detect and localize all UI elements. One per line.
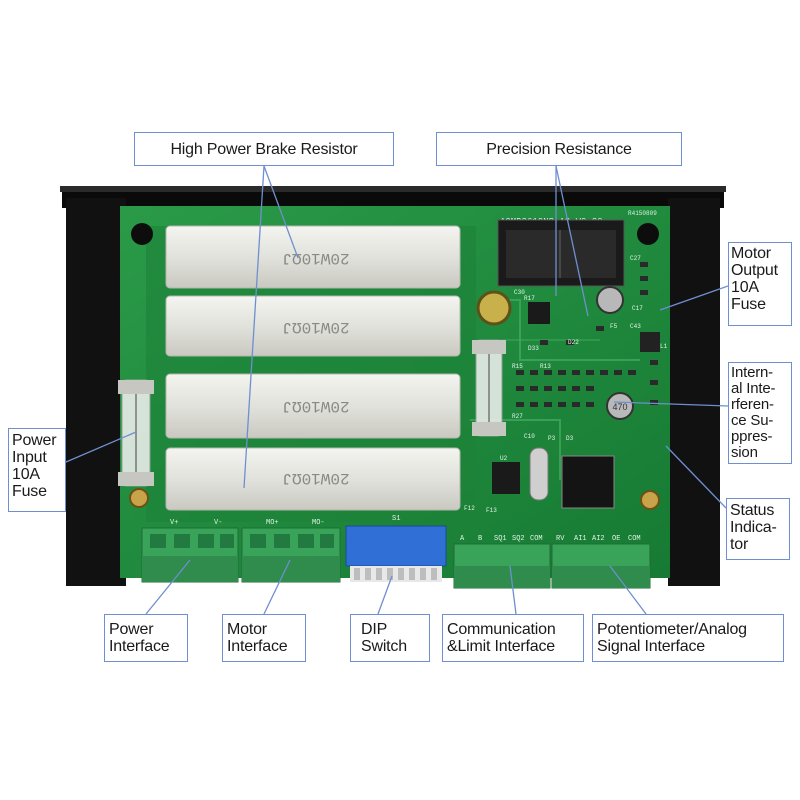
enclosure	[60, 186, 726, 586]
brake-resistor: 20W10ΩJ	[165, 295, 461, 357]
svg-text:SQ1: SQ1	[494, 535, 507, 543]
svg-text:R17: R17	[524, 295, 535, 302]
motor-terminal-block	[241, 527, 341, 583]
brake-resistor: 20W10ΩJ	[165, 373, 461, 439]
svg-text:C27: C27	[630, 255, 641, 262]
svg-text:470: 470	[612, 402, 627, 412]
silkscreen-labels: C30 C27 R17 D22 D33 L1 U2 C43 C17 R15 R1…	[464, 255, 668, 514]
svg-text:U2: U2	[500, 455, 508, 462]
svg-text:RV: RV	[556, 535, 565, 543]
svg-text:B: B	[478, 535, 482, 543]
dip-switch	[345, 525, 447, 582]
svg-text:COM: COM	[530, 535, 543, 543]
callout-power-input-fuse: Power Input 10A Fuse	[8, 428, 66, 512]
terminal-pin-labels: V+ V- MO+ MO- S1 A B SQ1 SQ2 COM RV AI1 …	[170, 515, 641, 543]
callout-precision-resistance: Precision Resistance	[436, 132, 682, 166]
svg-text:20W10ΩJ: 20W10ΩJ	[282, 318, 349, 336]
svg-text:C10: C10	[524, 433, 535, 440]
svg-text:R13: R13	[540, 363, 551, 370]
brass-standoff	[129, 488, 149, 508]
svg-text:V+: V+	[170, 519, 178, 527]
svg-text:20W10ΩJ: 20W10ΩJ	[282, 397, 349, 415]
power-terminal-block	[141, 527, 239, 583]
communication-terminal-block	[453, 543, 551, 589]
svg-text:MO+: MO+	[266, 519, 279, 527]
svg-text:D33: D33	[528, 345, 539, 352]
svg-text:S1: S1	[392, 515, 400, 523]
svg-text:R15: R15	[512, 363, 523, 370]
microcontroller-chip	[561, 455, 615, 509]
svg-text:A: A	[460, 535, 465, 543]
svg-text:20W10ΩJ: 20W10ΩJ	[282, 249, 349, 267]
electrolytic-capacitor	[476, 290, 512, 326]
svg-text:F12: F12	[464, 505, 475, 512]
callout-power-interface: Power Interface	[104, 614, 188, 662]
callout-status-indicator: Status Indica- tor	[726, 498, 790, 560]
svg-text:AI2: AI2	[592, 535, 605, 543]
mounting-hole	[131, 223, 153, 245]
callout-motor-output-fuse: Motor Output 10A Fuse	[728, 242, 792, 326]
analog-terminal-block	[551, 543, 651, 589]
smd-component-rows	[516, 262, 658, 407]
power-input-fuse	[118, 379, 154, 487]
board-date-code: R4150809	[628, 210, 657, 217]
svg-text:P3: P3	[548, 435, 556, 442]
callout-dip-switch: DIP Switch	[350, 614, 430, 662]
crystal-oscillator	[529, 447, 549, 501]
svg-text:SQ2: SQ2	[512, 535, 525, 543]
svg-text:C17: C17	[632, 305, 643, 312]
callout-interference-suppression: Intern- al Inte- rferen- ce Su- ppres- s…	[728, 362, 792, 464]
svg-text:V-: V-	[214, 519, 222, 527]
brake-resistor: 20W10ΩJ	[165, 447, 461, 511]
svg-text:R27: R27	[512, 413, 523, 420]
callout-comm-limit-interface: Communication &Limit Interface	[442, 614, 584, 662]
callout-brake-resistor: High Power Brake Resistor	[134, 132, 394, 166]
ic-chip	[492, 462, 520, 494]
svg-text:C43: C43	[630, 323, 641, 330]
callout-potentiometer-analog-interface: Potentiometer/Analog Signal Interface	[592, 614, 784, 662]
ic-chip	[528, 302, 550, 324]
svg-text:D3: D3	[566, 435, 574, 442]
svg-text:F5: F5	[610, 323, 618, 330]
svg-text:OE: OE	[612, 535, 620, 543]
electrolytic-capacitor	[596, 286, 624, 314]
svg-text:20W10ΩJ: 20W10ΩJ	[282, 469, 349, 487]
power-module	[497, 219, 625, 287]
svg-text:AI1: AI1	[574, 535, 587, 543]
callout-lines	[65, 165, 729, 615]
brass-standoff	[640, 490, 660, 510]
svg-text:L1: L1	[660, 343, 668, 350]
svg-text:C30: C30	[514, 289, 525, 296]
motor-output-fuse	[472, 339, 506, 437]
mounting-hole	[637, 223, 659, 245]
svg-text:D22: D22	[568, 339, 579, 346]
callout-motor-interface: Motor Interface	[222, 614, 306, 662]
inductor	[640, 332, 660, 352]
svg-text:COM: COM	[628, 535, 641, 543]
brake-resistors: 20W10ΩJ 20W10ΩJ 20W10ΩJ 20W10ΩJ	[165, 225, 461, 511]
svg-text:F13: F13	[486, 507, 497, 514]
brake-resistor: 20W10ΩJ	[165, 225, 461, 289]
smd-capacitor: 470	[606, 392, 634, 420]
svg-text:MO-: MO-	[312, 519, 325, 527]
